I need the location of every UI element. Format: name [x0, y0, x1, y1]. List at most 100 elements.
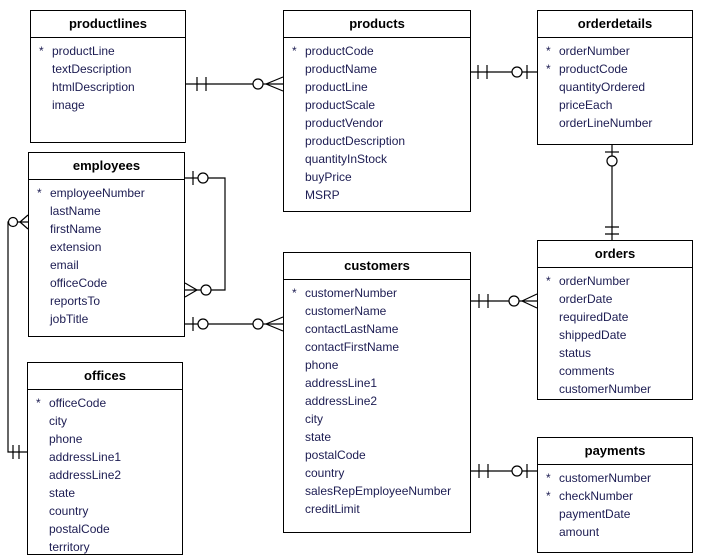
field-name: employeeNumber [50, 186, 145, 200]
entity-title: customers [284, 253, 470, 280]
field-name: firstName [50, 222, 102, 236]
field-name: productScale [305, 98, 376, 112]
field-row: *orderNumber [546, 42, 689, 60]
entity-title: offices [28, 363, 182, 390]
field-name: addressLine1 [49, 450, 122, 464]
entity-orders[interactable]: orders *orderNumber orderDate requiredDa… [537, 240, 693, 400]
relationship-offices-employees [7, 214, 29, 459]
field-row: orderDate [546, 290, 689, 308]
pk-marker: * [292, 286, 297, 300]
field-row: officeCode [37, 274, 181, 292]
entity-title: employees [29, 153, 184, 180]
field-row: country [292, 464, 467, 482]
field-row: shippedDate [546, 326, 689, 344]
field-row: *officeCode [36, 394, 179, 412]
field-name: phone [305, 358, 339, 372]
field-name: state [49, 486, 76, 500]
field-name: image [52, 98, 85, 112]
field-row: productName [292, 60, 467, 78]
field-name: MSRP [305, 188, 340, 202]
field-name: country [49, 504, 89, 518]
pk-marker: * [39, 44, 44, 58]
relationship-orders-orderdetails [605, 145, 619, 240]
entity-orderdetails[interactable]: orderdetails *orderNumber *productCode q… [537, 10, 693, 145]
entity-payments[interactable]: payments *customerNumber *checkNumber pa… [537, 437, 693, 553]
field-name: priceEach [559, 98, 613, 112]
field-name: phone [49, 432, 83, 446]
field-row: jobTitle [37, 310, 181, 328]
field-name: quantityInStock [305, 152, 388, 166]
field-row: buyPrice [292, 168, 467, 186]
field-row: * customerNumber [292, 284, 467, 302]
field-row: quantityInStock [292, 150, 467, 168]
field-row: contactFirstName [292, 338, 467, 356]
field-name: reportsTo [50, 294, 101, 308]
field-name: orderNumber [559, 274, 630, 288]
field-row: addressLine1 [36, 448, 179, 466]
pk-marker: * [546, 62, 551, 76]
field-name: productDescription [305, 134, 406, 148]
field-name: amount [559, 525, 600, 539]
field-row: phone [292, 356, 467, 374]
pk-marker: * [546, 44, 551, 58]
field-name: addressLine1 [305, 376, 378, 390]
field-row: * orderNumber [546, 272, 689, 290]
field-row: quantityOrdered [546, 78, 689, 96]
field-row: country [36, 502, 179, 520]
relationship-customers-payments [471, 464, 537, 478]
field-row: comments [546, 362, 689, 380]
field-name: postalCode [305, 448, 366, 462]
field-row: *employeeNumber [37, 184, 181, 202]
field-name: paymentDate [559, 507, 631, 521]
pk-marker: * [546, 274, 551, 288]
field-name: contactLastName [305, 322, 399, 336]
field-list: *productCode productName productLine pro… [284, 38, 470, 204]
relationship-employees-self [184, 171, 226, 298]
field-name: creditLimit [305, 502, 360, 516]
field-name: officeCode [49, 396, 107, 410]
field-list: *productLine textDescription htmlDescrip… [31, 38, 185, 114]
entity-productlines[interactable]: productlines *productLine textDescriptio… [30, 10, 186, 143]
field-row: state [36, 484, 179, 502]
field-row: *checkNumber [546, 487, 689, 505]
field-name: addressLine2 [305, 394, 378, 408]
field-row: requiredDate [546, 308, 689, 326]
field-name: comments [559, 364, 615, 378]
field-row: priceEach [546, 96, 689, 114]
relationship-employees-customers [185, 316, 284, 332]
field-row: phone [36, 430, 179, 448]
field-name: customerName [305, 304, 387, 318]
entity-offices[interactable]: offices *officeCode city phone addressLi… [27, 362, 183, 555]
field-name: productVendor [305, 116, 384, 130]
field-row: state [292, 428, 467, 446]
field-row: *productCode [546, 60, 689, 78]
field-list: * customerNumber customerName contactLast… [284, 280, 470, 518]
field-name: productName [305, 62, 378, 76]
field-name: state [305, 430, 332, 444]
entity-products[interactable]: products *productCode productName produc… [283, 10, 471, 212]
field-row: addressLine1 [292, 374, 467, 392]
entity-title: productlines [31, 11, 185, 38]
field-row: productLine [292, 78, 467, 96]
field-name: lastName [50, 204, 101, 218]
entity-title: products [284, 11, 470, 38]
field-list: *officeCode city phone addressLine1 addr… [28, 390, 182, 556]
field-name: productLine [305, 80, 368, 94]
field-name: email [50, 258, 79, 272]
field-row: extension [37, 238, 181, 256]
field-name: customerNumber [305, 286, 398, 300]
field-name: productCode [305, 44, 374, 58]
field-row: addressLine2 [292, 392, 467, 410]
field-name: city [49, 414, 67, 428]
field-row: *productCode [292, 42, 467, 60]
entity-employees[interactable]: employees *employeeNumber lastName first… [28, 152, 185, 337]
field-row: email [37, 256, 181, 274]
field-row: status [546, 344, 689, 362]
field-row: addressLine2 [36, 466, 179, 484]
entity-customers[interactable]: customers * customerNumber customerName c… [283, 252, 471, 533]
field-list: *customerNumber *checkNumber paymentDate… [538, 465, 692, 541]
field-row: paymentDate [546, 505, 689, 523]
field-row: city [292, 410, 467, 428]
field-row: productDescription [292, 132, 467, 150]
